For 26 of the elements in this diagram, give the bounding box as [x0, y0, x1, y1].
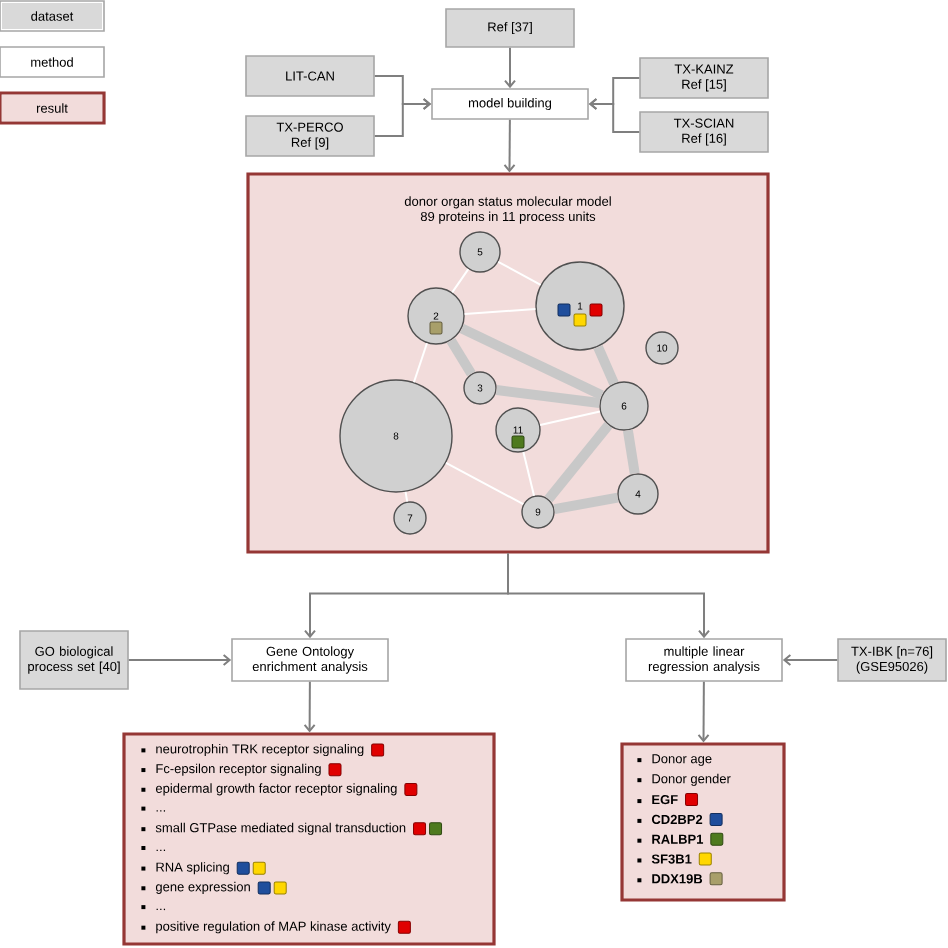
arrow [373, 98, 432, 137]
network-link [522, 451, 536, 497]
network-link [539, 410, 601, 426]
arrow [588, 98, 641, 133]
arrow [504, 46, 516, 89]
arrow [127, 654, 232, 666]
arrow [782, 654, 839, 666]
network-link [446, 337, 476, 377]
arrow [303, 680, 316, 733]
arrow [503, 118, 516, 173]
network-link [593, 344, 619, 386]
result-list-panel [122, 732, 496, 946]
network-link [451, 268, 470, 294]
network-link [412, 342, 428, 384]
network-link [459, 323, 604, 400]
network-link [445, 461, 525, 506]
network-link [622, 429, 640, 475]
network-link [553, 492, 619, 514]
arrow [697, 680, 710, 743]
network-link [404, 490, 409, 503]
network-link [544, 422, 613, 503]
arrow [507, 552, 710, 639]
network-link [495, 385, 601, 408]
network-link [463, 308, 537, 315]
result-list-panel [620, 742, 786, 902]
network-link [497, 260, 542, 286]
